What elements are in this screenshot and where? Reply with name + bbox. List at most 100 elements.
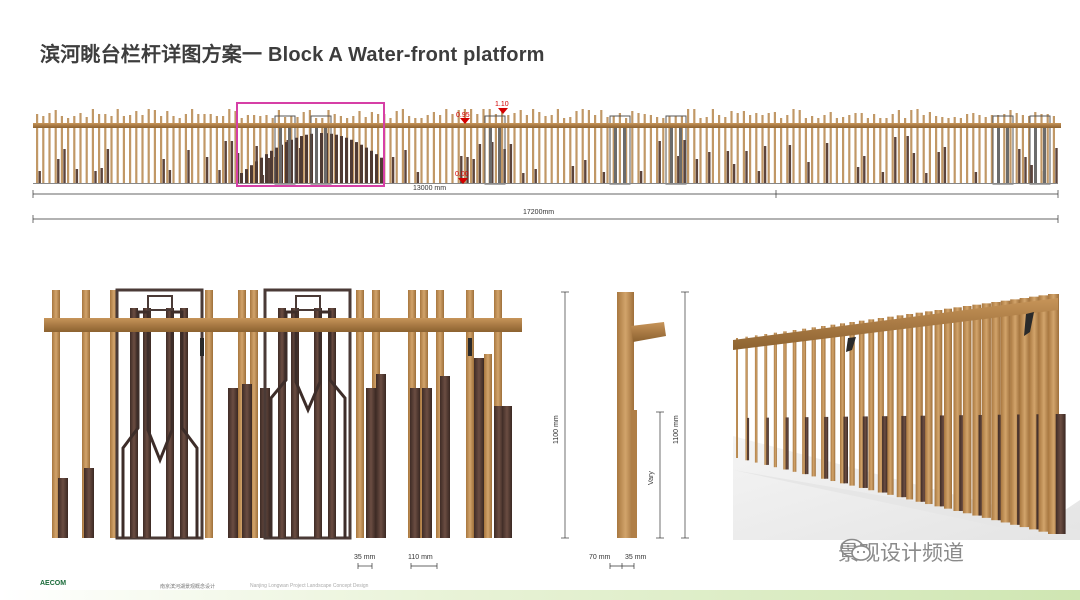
elevation-dark-slat (906, 136, 909, 183)
elevation-dark-slat (218, 170, 221, 183)
elevation-dark-slat (894, 137, 897, 183)
perspective-wood-post (972, 304, 982, 516)
elevation-wood-slat (959, 118, 962, 183)
elevation-dark-slat (230, 141, 234, 183)
detail-dimension-110: 110 mm (408, 554, 438, 569)
elevation-dark-slat (695, 159, 699, 183)
elevation-dark-slat (863, 156, 866, 183)
elevation-wood-slat (277, 110, 280, 183)
elevation-gate-bar (498, 128, 501, 184)
perspective-wood-post (934, 310, 943, 507)
perspective-handrail (733, 298, 1058, 350)
elevation-wood-slat (333, 114, 336, 183)
elevation-dark-slat (375, 154, 378, 183)
perspective-wood-post (887, 316, 894, 495)
elevation-wood-slat (904, 118, 907, 183)
elevation-wood-slat (668, 116, 671, 183)
elevation-wood-slat (910, 110, 913, 183)
elevation-dark-slat (571, 166, 575, 183)
elevation-wood-slat (941, 117, 944, 183)
elevation-dark-slat (974, 172, 978, 183)
elevation-dark-slat (708, 152, 711, 183)
elevation-wood-slat (687, 109, 690, 183)
perspective-wood-post (811, 327, 816, 477)
elevation-wood-slat (817, 118, 820, 183)
perspective-wood-post (953, 307, 962, 511)
perspective-wood-post (1019, 298, 1030, 528)
elevation-dark-slat (285, 142, 288, 183)
elevation-dark-slat (345, 137, 348, 183)
elevation-wood-slat (98, 114, 101, 183)
elevation-wood-slat (792, 109, 795, 183)
elevation-wood-slat (1052, 116, 1055, 183)
elevation-wood-slat (848, 115, 851, 183)
elevation-dark-slat (267, 158, 271, 183)
level-marker-base: 0.00 (455, 171, 469, 184)
elevation-dark-slat (305, 134, 308, 183)
detail-dark-post (422, 388, 432, 538)
footer-description: Nanjing Longwan Project Landscape Concep… (250, 583, 369, 589)
dimension-13000-label: 13000 mm (413, 185, 446, 192)
elevation-wood-slat (426, 115, 429, 183)
detail-dark-post (410, 388, 420, 538)
elevation-dark-slat (162, 159, 165, 183)
elevation-dark-slat (825, 143, 829, 183)
elevation-wood-slat (730, 111, 733, 183)
elevation-wood-slat (885, 118, 888, 183)
elevation-dark-slat (295, 137, 298, 183)
elevation-gate-bar (670, 128, 673, 184)
section-drawing: 1100 mm Vary 1100 mm 70 mm 35 mm (553, 291, 689, 569)
elevation-dark-slat (925, 173, 928, 183)
elevation-wood-slat (1046, 114, 1049, 183)
elevation-dark-slat (745, 151, 748, 183)
elevation-wood-slat (935, 116, 938, 183)
perspective-wood-post (981, 303, 991, 518)
elevation-wood-slat (556, 109, 559, 183)
detail-dimension-35-label: 35 mm (354, 554, 376, 561)
elevation-wood-slat (594, 115, 597, 183)
elevation-wood-slat (519, 110, 522, 183)
perspective-posts (736, 294, 1066, 534)
elevation-wood-slat (879, 118, 882, 183)
elevation-wood-slat (773, 112, 776, 183)
perspective-wood-post (925, 311, 933, 505)
elevation-wood-slat (736, 113, 739, 183)
elevation-wood-slat (972, 113, 975, 183)
perspective-wood-post (821, 326, 826, 479)
elevation-gate-bar (315, 128, 318, 184)
elevation-wood-slat (550, 115, 553, 183)
elevation-gate-bar (614, 128, 617, 184)
elevation-dark-slat (205, 157, 209, 183)
elevation-dark-slat (340, 136, 343, 183)
detail-dark-post (228, 388, 238, 538)
elevation-dark-slat (757, 171, 761, 183)
elevation-wood-slat (1021, 115, 1024, 183)
elevation-dark-slat (265, 154, 268, 183)
elevation-wood-slat (749, 115, 752, 183)
elevation-dark-slat (460, 156, 463, 183)
elevation-dark-slat (1018, 149, 1021, 183)
elevation-wood-slat (873, 114, 876, 183)
elevation-dark-slat (106, 149, 110, 183)
detail-wood-post (110, 290, 118, 538)
elevation-wood-slat (829, 112, 832, 183)
elevation-wood-slat (129, 115, 132, 183)
elevation-wood-slat (91, 109, 94, 183)
perspective-wood-post (962, 306, 972, 514)
elevation-wood-slat (897, 110, 900, 183)
elevation-dark-slat (187, 150, 190, 183)
elevation-wood-slat (60, 116, 63, 183)
section-lower-board (631, 410, 637, 538)
elevation-wood-slat (978, 115, 981, 183)
elevation-wood-slat (928, 112, 931, 183)
elevation-wood-slat (79, 113, 82, 183)
perspective-dark-post (766, 417, 769, 465)
elevation-wood-slat (724, 117, 727, 183)
elevation-gate-bar (324, 128, 327, 184)
footer-logo: AECOM (40, 580, 67, 587)
elevation-wood-slat (463, 109, 466, 183)
elevation-drawing: 1.10 0.95 0.00 13000 mm 17200mm (32, 101, 1061, 223)
elevation-wood-slat (823, 115, 826, 183)
elevation-wood-slat (581, 109, 584, 183)
elevation-dark-slat (478, 144, 482, 183)
